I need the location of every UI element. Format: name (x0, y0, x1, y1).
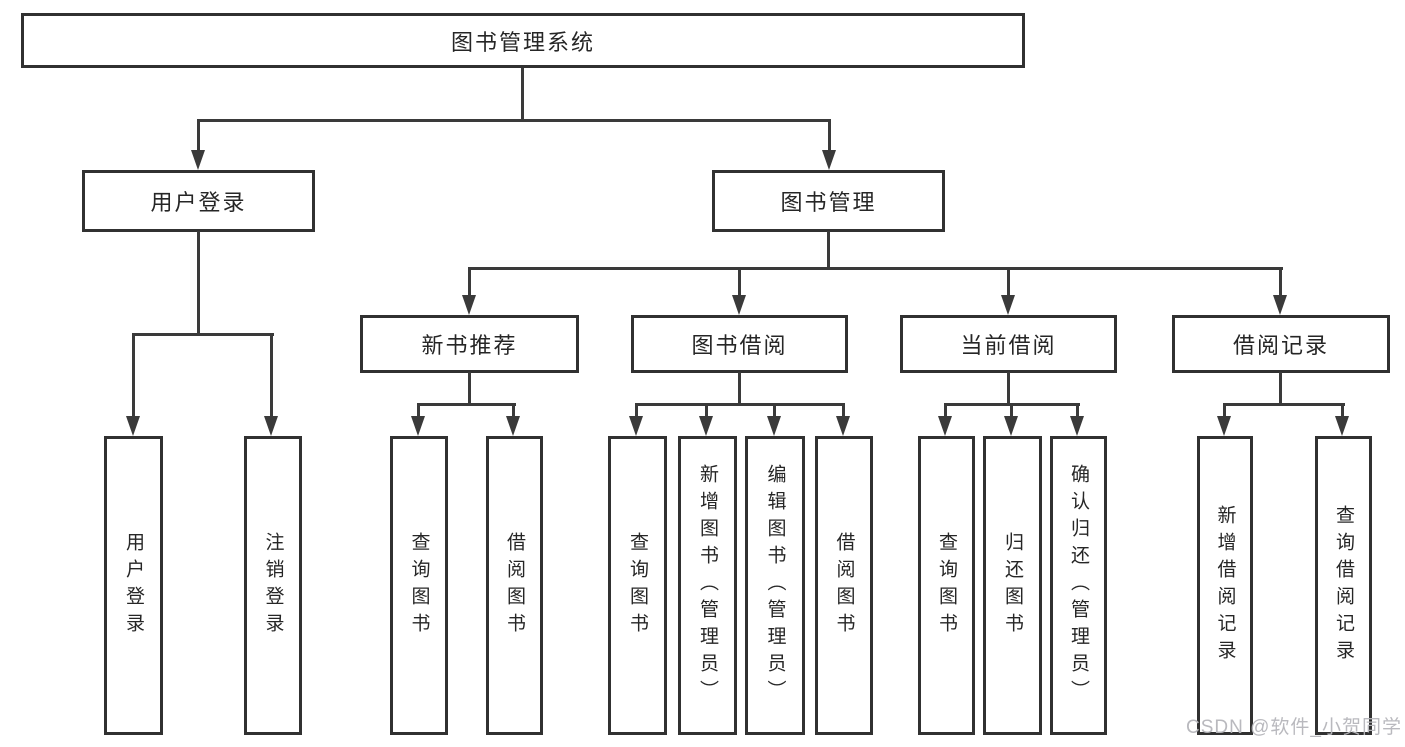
leaf-cb-return-books-label: 归还图书 (1002, 531, 1023, 640)
leaf-bb-add-books-admin: 新增图书（管理员） (678, 436, 737, 735)
leaf-br-add-record: 新增借阅记录 (1197, 436, 1253, 735)
arrowhead-br-add (1217, 416, 1231, 436)
leaf-user-login-label: 用户登录 (123, 531, 144, 640)
node-new-book-recommend-label: 新书推荐 (421, 333, 518, 358)
leaf-cb-query-books-label: 查询图书 (936, 531, 957, 640)
connector-drop-current-borrow (1007, 267, 1010, 297)
connector-drop-br-add (1223, 403, 1226, 417)
leaf-user-logout-label: 注销登录 (262, 531, 284, 640)
connector-drop-cb-query (944, 403, 947, 417)
node-book-borrow: 图书借阅 (631, 315, 848, 373)
node-root: 图书管理系统 (21, 13, 1025, 68)
connector-drop-leaf-login (132, 333, 135, 417)
arrowhead-user-login (191, 150, 205, 170)
node-new-book-recommend: 新书推荐 (360, 315, 579, 373)
node-book-management-label: 图书管理 (780, 190, 877, 215)
connector-drop-user-login (197, 119, 200, 152)
connector-new-book-bus (417, 403, 516, 406)
node-borrow-record: 借阅记录 (1172, 315, 1390, 373)
arrowhead-cb-query (938, 416, 952, 436)
leaf-cb-confirm-return-admin-label: 确认归还（管理员） (1068, 464, 1089, 707)
arrowhead-leaf-login (126, 416, 140, 436)
leaf-cb-return-books: 归还图书 (983, 436, 1042, 735)
leaf-bb-query-books-label: 查询图书 (627, 531, 648, 640)
connector-level2-bus (197, 119, 831, 122)
connector-drop-br-query (1341, 403, 1344, 417)
leaf-bb-borrow-books-label: 借阅图书 (833, 531, 855, 640)
leaf-br-query-record-label: 查询借阅记录 (1333, 504, 1354, 667)
leaf-bb-borrow-books: 借阅图书 (815, 436, 873, 735)
arrowhead-current-borrow (1001, 295, 1015, 315)
connector-drop-bb-add (705, 403, 708, 417)
connector-drop-borrow-record (1279, 267, 1282, 297)
arrowhead-bb-query (629, 416, 643, 436)
connector-drop-cb-confirm (1076, 403, 1079, 417)
leaf-br-add-record-label: 新增借阅记录 (1214, 504, 1236, 667)
watermark: CSDN @软件_小贺同学 (1186, 717, 1402, 738)
arrowhead-bb-borrow (836, 416, 850, 436)
arrowhead-nb-query (411, 416, 425, 436)
node-book-management: 图书管理 (712, 170, 945, 232)
leaf-cb-confirm-return-admin: 确认归还（管理员） (1050, 436, 1107, 735)
connector-drop-cb-return (1010, 403, 1013, 417)
leaf-br-query-record: 查询借阅记录 (1315, 436, 1372, 735)
leaf-nb-query-books: 查询图书 (390, 436, 448, 735)
leaf-bb-query-books: 查询图书 (608, 436, 667, 735)
arrowhead-nb-borrow (506, 416, 520, 436)
arrowhead-bb-edit (767, 416, 781, 436)
node-current-borrow-label: 当前借阅 (960, 333, 1057, 358)
connector-drop-leaf-logout (270, 333, 273, 417)
connector-borrow-record-bus (1223, 403, 1345, 406)
connector-book-borrow-stem (738, 372, 741, 406)
connector-book-borrow-bus (635, 403, 845, 406)
connector-drop-book-borrow (738, 267, 741, 297)
arrowhead-leaf-logout (264, 416, 278, 436)
connector-root-stem (521, 68, 524, 121)
connector-level3-bus (468, 267, 1283, 270)
connector-new-book-stem (468, 372, 471, 406)
node-current-borrow: 当前借阅 (900, 315, 1117, 373)
connector-drop-new-book (468, 267, 471, 297)
connector-drop-bb-query (635, 403, 638, 417)
arrowhead-new-book (462, 295, 476, 315)
connector-drop-bb-borrow (842, 403, 845, 417)
arrowhead-bb-add (699, 416, 713, 436)
connector-drop-book-mgmt (828, 119, 831, 152)
leaf-bb-add-books-admin-label: 新增图书（管理员） (697, 464, 718, 707)
connector-user-login-stem (197, 231, 200, 336)
connector-drop-nb-borrow (512, 403, 515, 417)
connector-current-borrow-stem (1007, 372, 1010, 406)
arrowhead-book-borrow (732, 295, 746, 315)
node-user-login-label: 用户登录 (150, 190, 247, 215)
leaf-bb-edit-books-admin: 编辑图书（管理员） (745, 436, 805, 735)
node-user-login: 用户登录 (82, 170, 315, 232)
leaf-nb-borrow-books: 借阅图书 (486, 436, 543, 735)
arrowhead-cb-confirm (1070, 416, 1084, 436)
leaf-cb-query-books: 查询图书 (918, 436, 975, 735)
node-borrow-record-label: 借阅记录 (1232, 333, 1329, 358)
leaf-bb-edit-books-admin-label: 编辑图书（管理员） (764, 464, 786, 707)
leaf-nb-borrow-books-label: 借阅图书 (504, 531, 525, 640)
node-book-borrow-label: 图书借阅 (691, 333, 788, 358)
connector-drop-bb-edit (773, 403, 776, 417)
node-root-label: 图书管理系统 (450, 29, 595, 55)
connector-book-mgmt-stem (827, 231, 830, 270)
connector-user-login-bus (132, 333, 274, 336)
arrowhead-br-query (1335, 416, 1349, 436)
connector-drop-nb-query (417, 403, 420, 417)
arrowhead-book-mgmt (822, 150, 836, 170)
arrowhead-cb-return (1004, 416, 1018, 436)
leaf-user-login: 用户登录 (104, 436, 163, 735)
connector-borrow-record-stem (1279, 372, 1282, 406)
leaf-nb-query-books-label: 查询图书 (408, 531, 430, 640)
leaf-user-logout: 注销登录 (244, 436, 302, 735)
arrowhead-borrow-record (1273, 295, 1287, 315)
